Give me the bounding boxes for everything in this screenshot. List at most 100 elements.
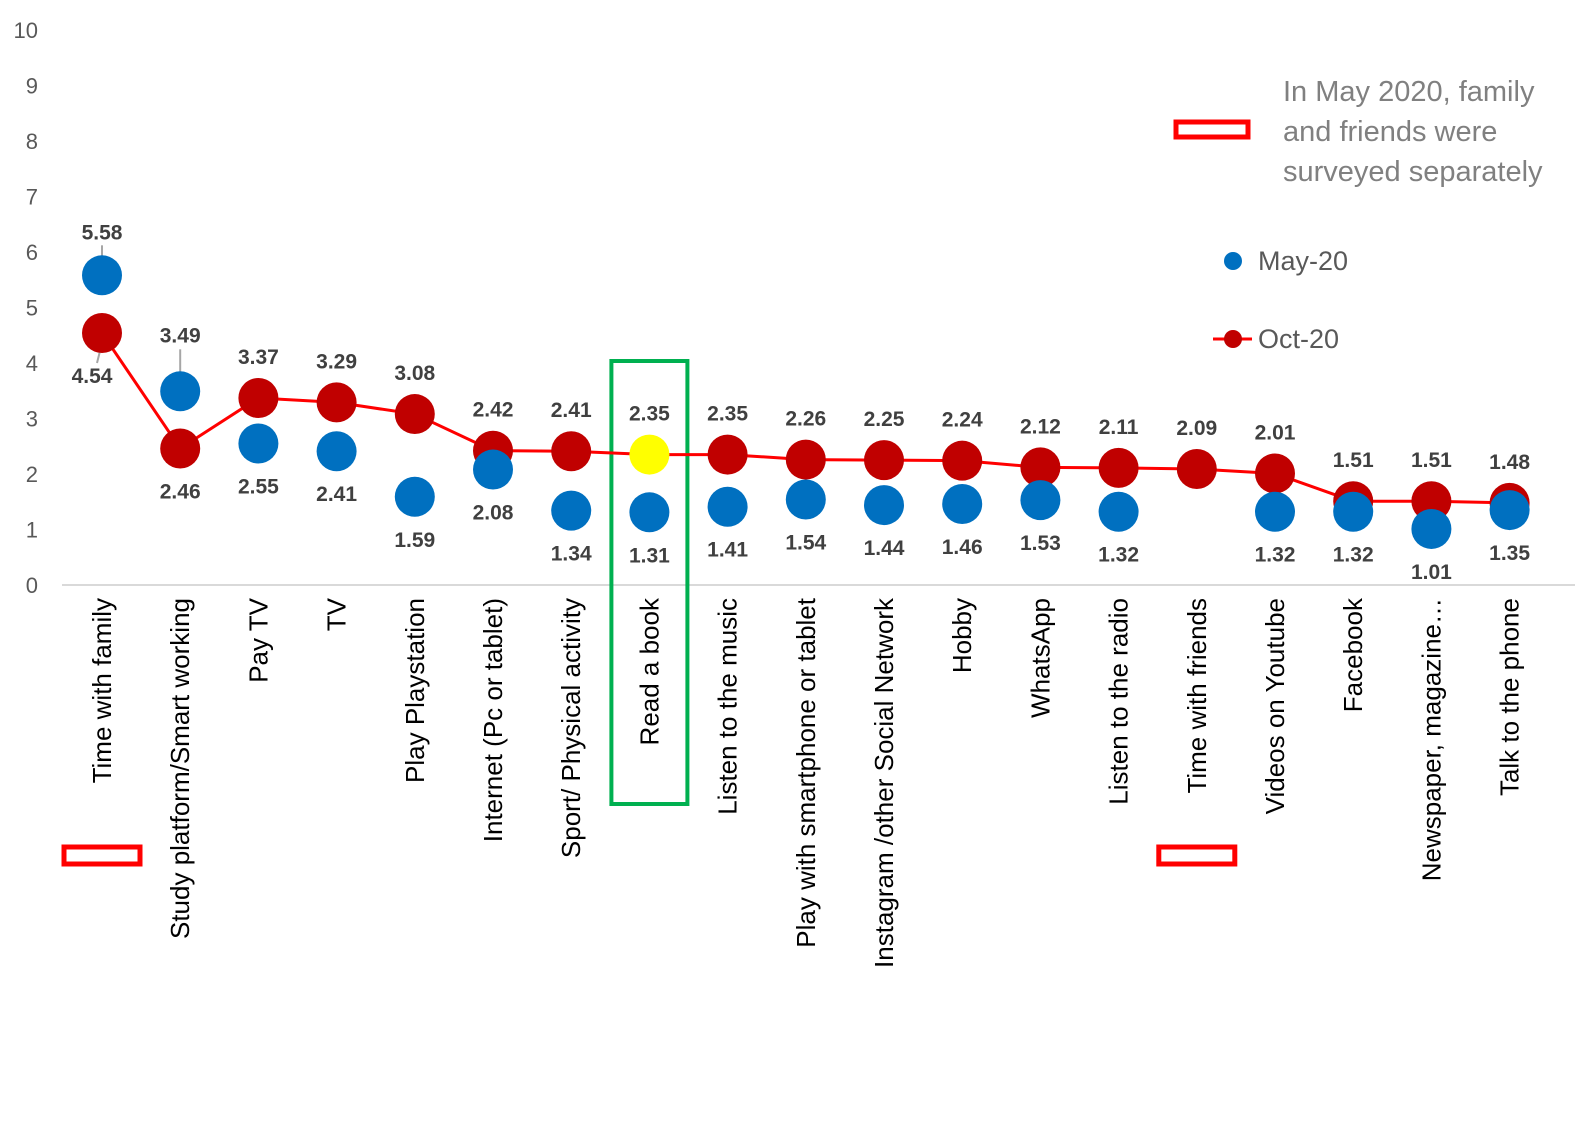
y-tick-label: 10 xyxy=(14,18,38,43)
data-label-oct-20: 2.09 xyxy=(1176,417,1217,440)
point-oct-20 xyxy=(864,440,904,481)
highlight-box xyxy=(609,359,690,806)
legend-marker-may-20 xyxy=(1224,252,1242,270)
legend-label-oct-20: Oct-20 xyxy=(1258,324,1339,354)
data-label-oct-20: 2.25 xyxy=(864,408,905,431)
point-oct-20 xyxy=(1176,449,1217,490)
legend-marker-oct-20 xyxy=(1224,330,1242,348)
data-label-may-20: 1.59 xyxy=(394,529,435,552)
y-tick-label: 4 xyxy=(26,351,38,376)
data-labels: 5.584.543.492.463.372.553.292.413.081.59… xyxy=(72,221,1531,584)
y-tick-label: 3 xyxy=(26,407,38,432)
x-category-label: Newspaper, magazine… xyxy=(1416,598,1446,881)
data-label-oct-20: 2.46 xyxy=(160,480,201,503)
data-label-may-20: 1.46 xyxy=(942,536,983,559)
data-label-may-20: 1.31 xyxy=(629,544,670,567)
data-label-may-20: 3.49 xyxy=(160,324,201,347)
data-label-oct-20: 1.48 xyxy=(1489,451,1530,474)
data-label-may-20: 1.53 xyxy=(1020,532,1061,555)
category-flag-box xyxy=(1156,844,1238,867)
data-label-oct-20: 2.41 xyxy=(551,399,592,422)
point-may-20 xyxy=(1333,491,1374,532)
point-may-20 xyxy=(629,492,670,533)
point-oct-20 xyxy=(1255,453,1295,494)
x-category-label: Time with friends xyxy=(1182,598,1212,794)
chart-marks xyxy=(82,255,1530,549)
data-label-oct-20: 2.42 xyxy=(473,399,514,422)
x-axis-labels: Time with family Study platform/Smart wor… xyxy=(87,597,1525,968)
point-oct-20 xyxy=(394,394,435,435)
point-may-20 xyxy=(942,483,983,524)
x-category-label: TV xyxy=(322,597,352,631)
data-label-oct-20: 2.24 xyxy=(942,409,983,432)
point-oct-20 xyxy=(238,377,279,418)
x-category-label: WhatsApp xyxy=(1025,598,1055,718)
data-label-may-20: 1.01 xyxy=(1411,561,1452,584)
legend-label-may-20: May-20 xyxy=(1258,246,1348,276)
data-label-oct-20: 3.29 xyxy=(316,350,357,373)
data-label-may-20: 2.55 xyxy=(238,475,279,498)
y-tick-label: 5 xyxy=(26,296,38,321)
data-label-may-20: 1.54 xyxy=(785,532,826,555)
point-oct-20 xyxy=(160,428,201,469)
data-label-may-20: 5.58 xyxy=(82,221,123,244)
data-label-oct-20: 1.51 xyxy=(1333,449,1374,472)
x-category-label: Listen to the radio xyxy=(1104,598,1134,805)
data-label-may-20: 1.44 xyxy=(864,537,905,560)
data-label-oct-20: 3.08 xyxy=(394,362,435,385)
data-label-may-20: 2.08 xyxy=(473,502,514,525)
x-category-label: Facebook xyxy=(1338,597,1368,712)
x-category-label: Study platform/Smart working xyxy=(165,598,195,939)
point-may-20 xyxy=(316,431,357,472)
x-category-label: Hobby xyxy=(947,598,977,673)
highlight-layer xyxy=(609,359,690,806)
point-oct-20 xyxy=(551,431,592,472)
y-tick-label: 1 xyxy=(26,518,38,543)
data-label-may-20: 1.41 xyxy=(707,539,748,562)
y-tick-label: 6 xyxy=(26,240,38,265)
data-label-oct-20: 2.01 xyxy=(1255,421,1296,444)
x-category-label: Instagram /other Social Network xyxy=(869,597,899,968)
point-oct-20 xyxy=(785,439,826,480)
data-label-oct-20: 2.35 xyxy=(707,403,748,426)
x-category-label: Time with family xyxy=(87,598,117,783)
point-may-20 xyxy=(1411,508,1452,549)
x-category-label: Listen to the music xyxy=(713,598,743,815)
data-label-oct-20: 4.54 xyxy=(72,365,113,388)
y-tick-label: 7 xyxy=(26,185,38,210)
flag-layer xyxy=(61,844,1238,867)
point-may-20 xyxy=(864,485,904,526)
data-label-may-20: 1.35 xyxy=(1489,542,1530,565)
y-tick-label: 0 xyxy=(26,573,38,598)
data-label-oct-20: 1.51 xyxy=(1411,449,1452,472)
point-may-20 xyxy=(160,371,201,412)
point-oct-20 xyxy=(82,313,122,354)
point-may-20 xyxy=(473,449,513,490)
x-category-label: Talk to the phone xyxy=(1495,598,1525,796)
point-may-20 xyxy=(551,490,592,531)
point-oct-20 xyxy=(942,440,983,481)
point-may-20 xyxy=(394,476,435,517)
x-category-label: Sport/ Physical activity xyxy=(556,598,586,858)
category-flag-box xyxy=(61,844,143,867)
data-label-may-20: 2.41 xyxy=(316,483,357,506)
data-label-may-20: 1.34 xyxy=(551,543,592,566)
y-tick-label: 9 xyxy=(26,74,38,99)
data-label-oct-20: 2.12 xyxy=(1020,415,1061,438)
point-may-20 xyxy=(785,479,826,520)
point-may-20 xyxy=(82,255,122,296)
point-oct-20 xyxy=(316,382,357,423)
data-label-may-20: 1.32 xyxy=(1098,544,1139,567)
data-label-may-20: 1.32 xyxy=(1255,544,1296,567)
x-category-label: Play Playstation xyxy=(400,598,430,783)
x-category-label: Videos on Youtube xyxy=(1260,598,1290,814)
leader-line xyxy=(96,350,101,364)
data-label-oct-20: 2.26 xyxy=(785,408,826,431)
point-may-20 xyxy=(1020,480,1061,521)
point-oct-20 xyxy=(1411,481,1452,522)
point-may-20 xyxy=(1255,491,1295,532)
point-may-20 xyxy=(1489,490,1530,531)
